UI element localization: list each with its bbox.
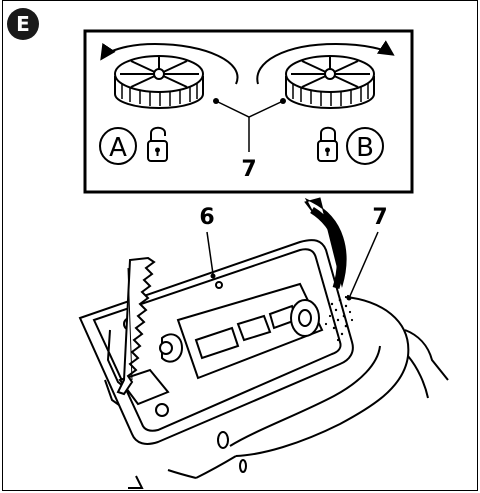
counterclockwise-arrow-icon: [100, 42, 239, 85]
figure-letter-badge: E: [7, 8, 39, 40]
mode-b-symbol: B: [346, 127, 384, 165]
guide-roller-mechanism: [118, 282, 324, 406]
jigsaw-body: [104, 296, 449, 489]
locked-padlock-icon: [317, 126, 338, 162]
knob-left: [114, 55, 204, 109]
unlocked-padlock-icon: [147, 126, 168, 162]
saw-blade: [116, 256, 156, 396]
callout-7-leader: [349, 231, 379, 297]
callout-6: 6: [199, 205, 214, 230]
callout-6-leader: [206, 231, 214, 275]
figure-letter: E: [16, 12, 30, 36]
callout-6-dot: [210, 273, 216, 279]
curved-arrow-shaft: [310, 207, 344, 290]
callout-7-main: 7: [372, 205, 387, 230]
clockwise-arrow-icon: [256, 40, 395, 85]
callout-7-dot: [346, 295, 352, 301]
inset-leader-lines: [213, 98, 286, 152]
mode-a-letter: A: [109, 133, 127, 163]
mode-b-letter: B: [356, 133, 374, 163]
mode-a-symbol: A: [99, 127, 137, 165]
chip-dust-effect: [324, 294, 354, 342]
knob-right: [285, 55, 375, 109]
callout-7-inset: 7: [241, 157, 256, 182]
